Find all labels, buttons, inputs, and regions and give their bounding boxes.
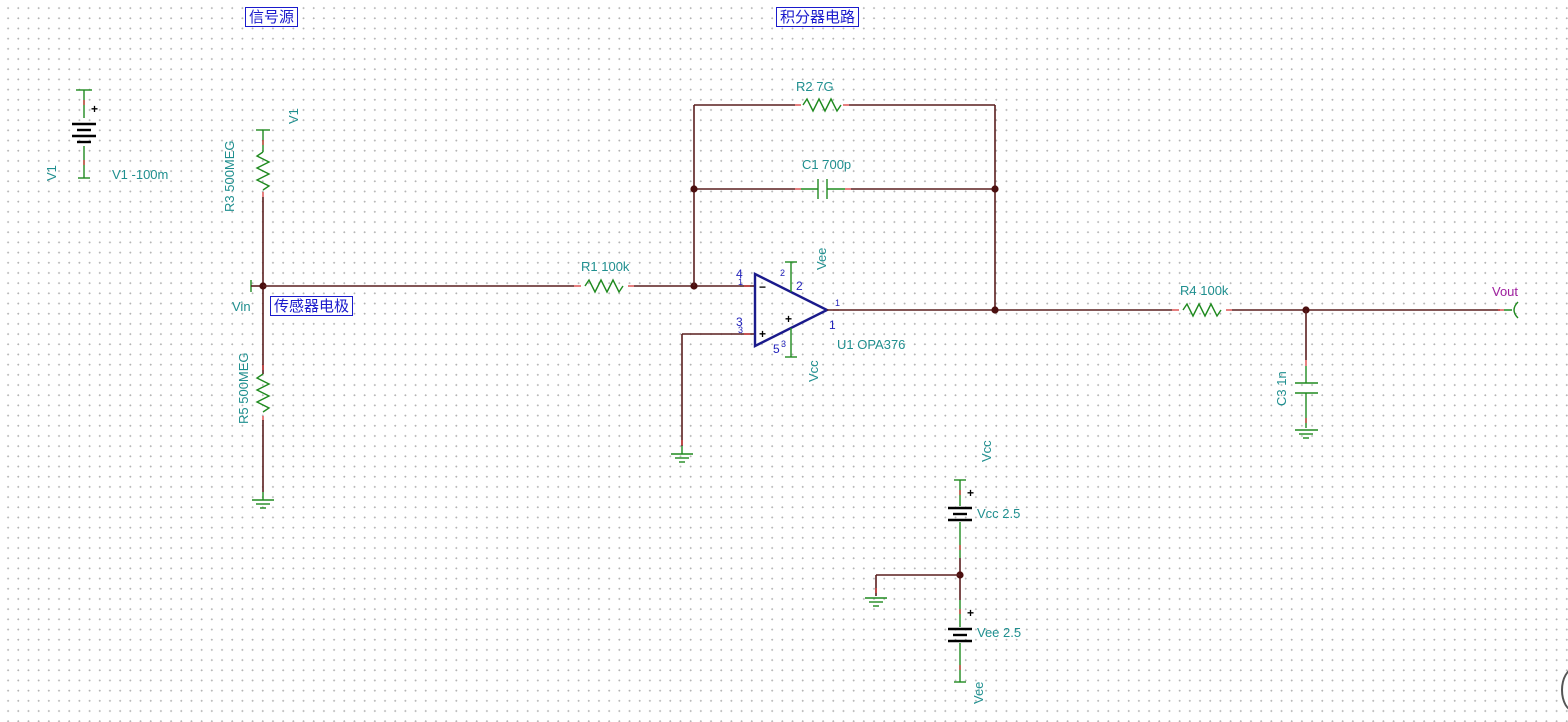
v1-plus-sign: + — [91, 102, 98, 116]
ground-symbol-supply — [865, 597, 887, 607]
r5-resistor[interactable] — [255, 373, 271, 413]
u1-pin-2: 2 — [796, 279, 803, 293]
u1-minus-sign: − — [759, 280, 766, 294]
c3-capacitor[interactable] — [1295, 366, 1318, 428]
u1-label: U1 OPA376 — [837, 337, 905, 352]
u1-pin-5-sub: 3 — [781, 339, 786, 349]
integrator-circuit-textbox[interactable]: 积分器电路 — [776, 7, 860, 27]
r2-label: R2 7G — [796, 79, 834, 94]
signal-source-textbox[interactable]: 信号源 — [245, 7, 299, 27]
ground-symbol-opamp — [671, 453, 693, 463]
ground-symbol-c3 — [1295, 429, 1318, 439]
r3-label: R3 500MEG — [222, 140, 237, 212]
u1-plus-sign: + — [759, 327, 766, 341]
vcc-source-label: Vcc 2.5 — [977, 506, 1020, 521]
r2-resistor[interactable] — [802, 97, 842, 113]
u1-pin-3: 3 — [736, 315, 743, 329]
u1-pin-5: 5 — [773, 342, 780, 356]
r3-resistor[interactable] — [255, 151, 271, 191]
u1-vee-label: Vee — [814, 248, 829, 270]
vout-terminal[interactable] — [1504, 301, 1519, 319]
vout-net-label: Vout — [1492, 284, 1518, 299]
u1-pin-4: 4 — [736, 267, 743, 281]
u1-pin-4-sub: 1 — [738, 277, 743, 287]
v1-net-label: V1 — [286, 108, 301, 124]
u1-plus-inner: + — [785, 312, 792, 326]
v1-battery[interactable]: + — [72, 89, 98, 179]
vee-battery[interactable] — [948, 627, 972, 643]
v1-value-label: V1 -100m — [112, 167, 168, 182]
vee-source-label: Vee 2.5 — [977, 625, 1021, 640]
ground-symbol — [252, 499, 274, 509]
c1-capacitor[interactable] — [801, 179, 845, 199]
r5-label: R5 500MEG — [236, 352, 251, 424]
vin-net-label: Vin — [232, 299, 251, 314]
vcc-net-label: Vcc — [979, 440, 994, 462]
vcc-battery[interactable] — [948, 506, 972, 522]
r4-resistor[interactable] — [1182, 302, 1222, 318]
u1-pin-2-ref: 2 — [780, 268, 785, 278]
vee-net-label: Vee — [971, 682, 986, 704]
u1-pin-1: 1 — [829, 318, 836, 332]
r1-resistor[interactable] — [584, 278, 624, 294]
r1-label: R1 100k — [581, 259, 630, 274]
r4-label: R4 100k — [1180, 283, 1229, 298]
v1-name-label: V1 — [44, 165, 59, 181]
vee-plus-sign: + — [967, 606, 974, 620]
u1-pin-3-sub: 3 — [738, 325, 743, 335]
vcc-plus-sign: + — [967, 486, 974, 500]
u1-pin-1-small: 1 — [835, 298, 840, 308]
c1-label: C1 700p — [802, 157, 851, 172]
c3-label: C3 1n — [1274, 371, 1289, 406]
sensor-electrode-textbox[interactable]: 传感器电极 — [270, 296, 354, 316]
u1-vcc-label: Vcc — [806, 360, 821, 382]
